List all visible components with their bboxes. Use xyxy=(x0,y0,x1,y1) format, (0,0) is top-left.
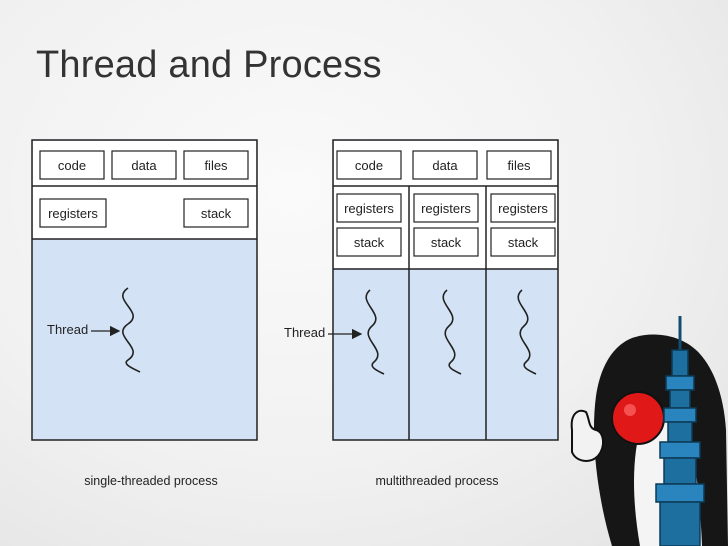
mascot-red-nose xyxy=(611,391,665,445)
multi-stack-label-2: stack xyxy=(431,235,462,250)
single-files-box xyxy=(183,150,249,180)
multi-registers-box-3 xyxy=(490,193,556,223)
single-thread-label: Thread xyxy=(47,322,88,337)
single-stack-box xyxy=(183,198,249,228)
multi-caption: multithreaded process xyxy=(376,474,499,488)
multithreaded-process: code data files registers stack register… xyxy=(284,139,559,488)
single-files-label: files xyxy=(204,158,228,173)
multi-data-box xyxy=(412,150,478,180)
multi-registers-box-1 xyxy=(336,193,402,223)
multi-code-box xyxy=(336,150,402,180)
single-data-label: data xyxy=(131,158,157,173)
single-code-label: code xyxy=(58,158,86,173)
multi-stack-label-1: stack xyxy=(354,235,385,250)
multi-stack-box-2 xyxy=(413,227,479,257)
single-data-box xyxy=(111,150,177,180)
multi-stack-label-3: stack xyxy=(508,235,539,250)
single-thread-squiggle xyxy=(122,287,141,373)
mascot-tower xyxy=(655,316,705,546)
multi-data-label: data xyxy=(432,158,458,173)
multi-registers-box-2 xyxy=(413,193,479,223)
mascot-hand xyxy=(570,409,604,462)
multi-registers-label-2: registers xyxy=(421,201,471,216)
multi-thread-squiggle-2 xyxy=(442,289,462,375)
single-code-box xyxy=(39,150,105,180)
multi-files-box xyxy=(486,150,552,180)
multi-thread-label: Thread xyxy=(284,325,325,340)
multi-code-label: code xyxy=(355,158,383,173)
multi-thread-squiggle-1 xyxy=(365,289,385,375)
multi-thread-squiggle-3 xyxy=(517,289,537,375)
multi-registers-label-1: registers xyxy=(344,201,394,216)
multi-stack-box-3 xyxy=(490,227,556,257)
multi-registers-label-3: registers xyxy=(498,201,548,216)
multi-stack-box-1 xyxy=(336,227,402,257)
mascot-nose-highlight xyxy=(624,404,636,416)
single-registers-box xyxy=(39,198,107,228)
slide-title: Thread and Process xyxy=(36,44,382,86)
single-stack-label: stack xyxy=(201,206,232,221)
single-registers-label: registers xyxy=(48,206,98,221)
multi-files-label: files xyxy=(507,158,531,173)
duke-mascot-illustration xyxy=(570,316,728,546)
single-threaded-process: code data files registers stack Thread s… xyxy=(31,139,258,488)
single-caption: single-threaded process xyxy=(84,474,217,488)
